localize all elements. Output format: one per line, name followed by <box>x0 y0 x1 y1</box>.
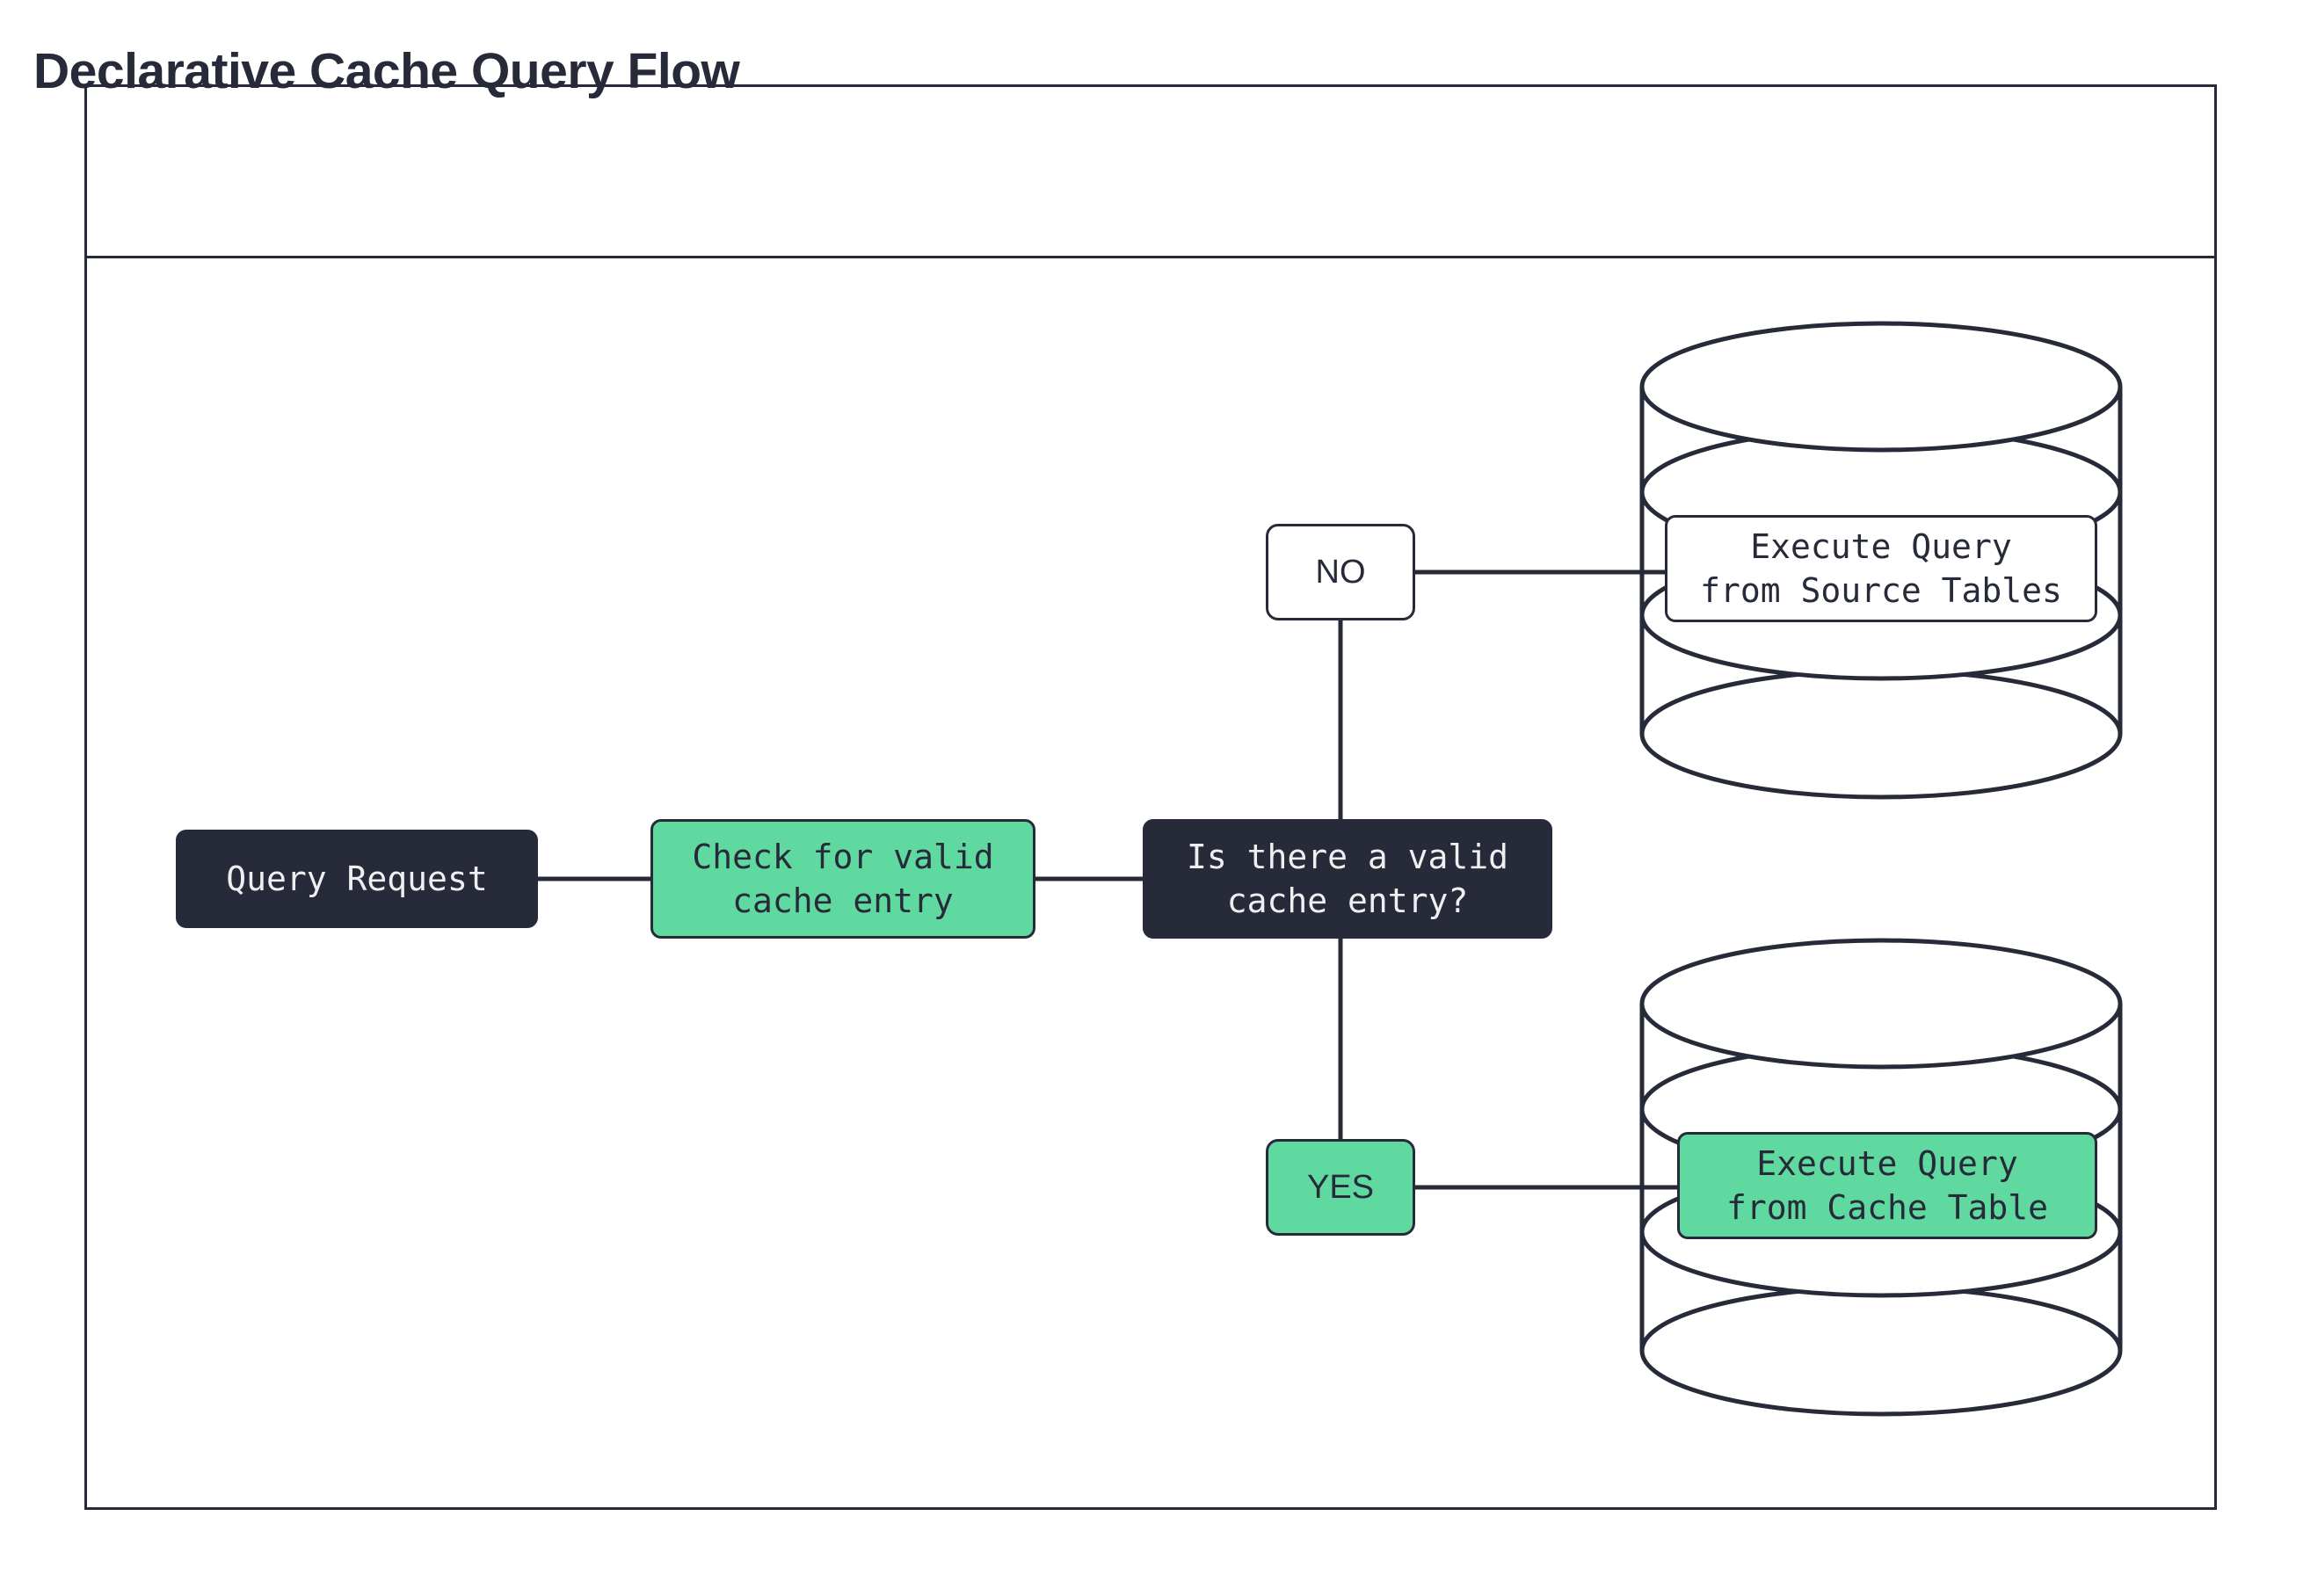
node-query-request[interactable]: Query Request <box>176 830 538 928</box>
node-check-valid-cache-entry[interactable]: Check for valid cache entry <box>650 819 1035 939</box>
page-title: Declarative Cache Query Flow <box>33 43 740 99</box>
branch-label-no[interactable]: NO <box>1266 524 1415 620</box>
diagram-frame <box>84 84 2217 1510</box>
node-execute-query-from-cache-table[interactable]: Execute Query from Cache Table <box>1677 1132 2097 1239</box>
node-decision-valid-cache-entry[interactable]: Is there a valid cache entry? <box>1143 819 1552 939</box>
title-bar <box>87 87 2214 258</box>
node-execute-query-from-source-tables[interactable]: Execute Query from Source Tables <box>1665 515 2097 622</box>
branch-label-yes[interactable]: YES <box>1266 1139 1415 1236</box>
